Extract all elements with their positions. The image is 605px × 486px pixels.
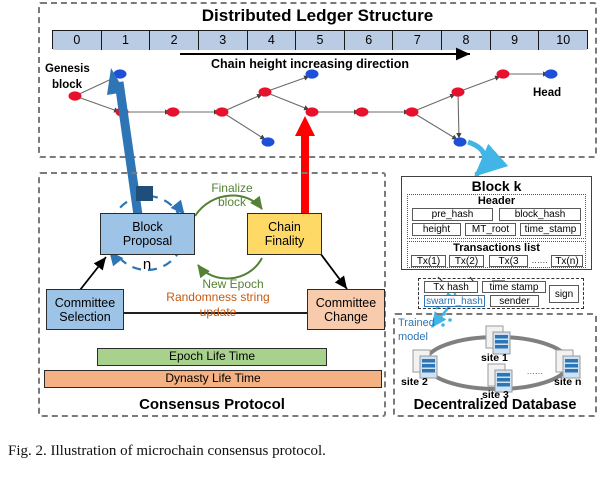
- field-tx-hash[interactable]: Tx hash: [424, 281, 478, 293]
- transaction-item[interactable]: Tx(3: [489, 255, 528, 267]
- proposal-node-icon: [136, 186, 153, 201]
- transactions-list-title: Transactions list: [453, 242, 540, 254]
- chain-finality-arrow: [295, 116, 315, 213]
- consensus-panel-title: Consensus Protocol: [139, 396, 285, 413]
- trained-model-label-line1: Trained: [398, 317, 435, 329]
- transactions-ellipsis: ......: [531, 256, 549, 265]
- block-proposal-box[interactable]: Block Proposal: [100, 213, 195, 255]
- new-epoch-label: New Epoch: [202, 277, 264, 291]
- server-icon: [412, 349, 438, 379]
- field-block-hash[interactable]: block_hash: [499, 208, 581, 221]
- dynasty-life-time-bar: Dynasty Life Time: [44, 370, 382, 388]
- chain-height-index-bar: 0 1 2 3 4 5 6 7 8 9 10: [52, 30, 588, 50]
- field-mt-root[interactable]: MT_root: [465, 223, 516, 236]
- block-proposal-label: Block Proposal: [122, 220, 173, 248]
- index-cell[interactable]: 9: [490, 31, 540, 50]
- index-cell[interactable]: 6: [344, 31, 394, 50]
- index-cell[interactable]: 0: [53, 31, 102, 50]
- randomness-string-label-line2: update: [199, 305, 237, 319]
- block-header-title: Header: [477, 195, 516, 207]
- decentralized-database-panel: [393, 313, 597, 417]
- field-pre-hash[interactable]: pre_hash: [412, 208, 493, 221]
- transaction-item[interactable]: Tx(2): [449, 255, 484, 267]
- index-cell[interactable]: 2: [150, 31, 199, 50]
- consensus-protocol-panel: [38, 172, 386, 417]
- server-icon: [487, 363, 513, 393]
- chain-finality-label: Chain Finality: [264, 220, 305, 248]
- genesis-block-label-line2: block: [52, 79, 83, 91]
- loop-count-label: n: [142, 256, 152, 273]
- site-label-3: site 3: [482, 389, 509, 401]
- transactions-list-section: [407, 241, 586, 268]
- block-header-section: [407, 194, 586, 239]
- finalize-block-label-line2: block: [217, 195, 246, 209]
- server-icon: [555, 349, 581, 379]
- randomness-string-label-line1: Randomness string: [166, 290, 270, 304]
- field-swarm-hash[interactable]: swarm_hash: [424, 295, 485, 307]
- site-label-n: site n: [554, 376, 582, 388]
- site-label-1: site 1: [481, 352, 508, 364]
- index-cell[interactable]: 7: [393, 31, 443, 50]
- distributed-ledger-panel: [38, 2, 597, 158]
- figure-caption: Fig. 2. Illustration of microchain conse…: [8, 443, 326, 459]
- committee-selection-box[interactable]: Committee Selection: [46, 289, 124, 330]
- committee-change-label: Committee Change: [315, 295, 377, 324]
- transaction-item[interactable]: Tx(1): [411, 255, 446, 267]
- sites-ellipsis: ......: [527, 367, 544, 376]
- field-height[interactable]: height: [412, 223, 461, 236]
- committee-change-box[interactable]: Committee Change: [307, 289, 385, 330]
- index-cell[interactable]: 8: [442, 31, 491, 50]
- ledger-nodes: [68, 69, 558, 147]
- transaction-detail-box: [418, 278, 584, 309]
- field-sign[interactable]: sign: [549, 285, 579, 303]
- index-cell[interactable]: 10: [539, 31, 588, 50]
- head-label: Head: [533, 87, 562, 99]
- site-label-2: site 2: [401, 376, 428, 388]
- index-cell[interactable]: 5: [296, 31, 345, 50]
- chain-direction-label: Chain height increasing direction: [211, 57, 409, 71]
- field-tx-time-stamp[interactable]: time stamp: [482, 281, 546, 293]
- block-detail-arrow: [467, 139, 509, 177]
- field-time-stamp[interactable]: time_stamp: [520, 223, 581, 236]
- trained-model-label-line2: model: [398, 331, 428, 343]
- epoch-life-time-label: Epoch Life Time: [168, 349, 256, 364]
- block-k-title: Block k: [471, 178, 522, 194]
- committee-selection-label: Committee Selection: [54, 295, 116, 324]
- transaction-item[interactable]: Tx(n): [551, 255, 583, 267]
- chain-finality-box[interactable]: Chain Finality: [247, 213, 322, 255]
- ledger-panel-title: Distributed Ledger Structure: [201, 6, 434, 25]
- epoch-life-time-bar: Epoch Life Time: [97, 348, 327, 366]
- genesis-block-label-line1: Genesis: [45, 63, 90, 75]
- server-icon: [485, 325, 511, 355]
- database-panel-title: Decentralized Database: [413, 397, 577, 413]
- index-cell[interactable]: 4: [247, 31, 297, 50]
- index-cell[interactable]: 3: [198, 31, 248, 50]
- index-cell[interactable]: 1: [101, 31, 151, 50]
- dynasty-life-time-label: Dynasty Life Time: [165, 371, 261, 386]
- finalize-block-label-line1: Finalize: [211, 181, 253, 195]
- field-sender[interactable]: sender: [490, 295, 539, 307]
